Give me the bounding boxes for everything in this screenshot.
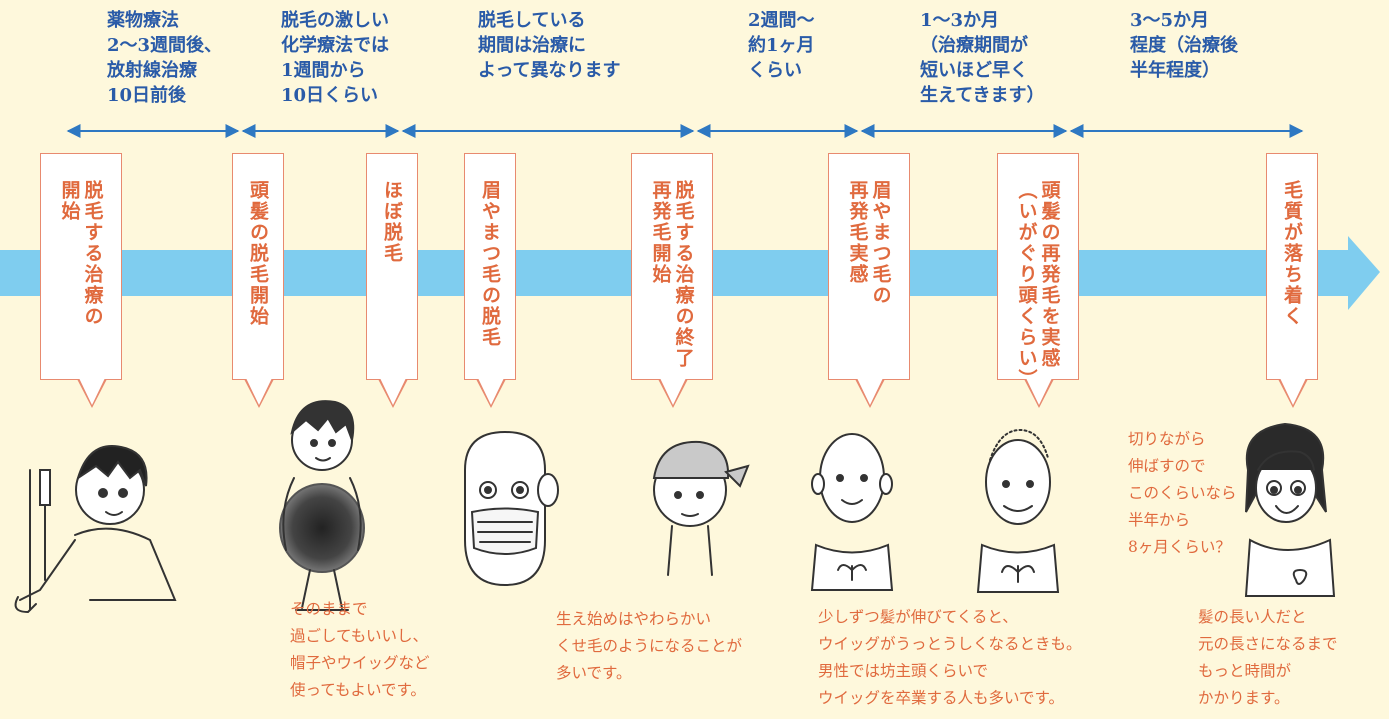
note-wig-graduation: 少しずつ髪が伸びてくると、 ウイッグがうっとうしくなるときも。 男性では坊主頭く… [818,608,1082,707]
older-man-illustration [976,428,1060,593]
smiling-woman-illustration [1244,422,1336,597]
bandana-face-illustration [652,440,750,576]
note-six-to-eight-months: 切りながら 伸ばすので このくらいなら 半年から 8ヶ月くらい？ [1128,430,1237,556]
patient-iv-illustration [14,445,177,614]
stage-callout-treatment-start: 脱毛する治療の 開始 [40,153,122,408]
period-label-5: 1〜3か月 （治療期間が 短いほど早く 生えてきます） [920,10,1045,106]
callout-pointer [1024,378,1054,408]
note-long-hair-takes-longer: 髪の長い人だと 元の長さになるまで もっと時間が かかります。 [1198,608,1338,707]
period-label-3: 脱毛している 期間は治療に よって異なります [478,10,621,81]
callout-pointer [476,378,506,408]
callout-pointer [658,378,688,408]
period-label-4: 2週間〜 約1ヶ月 くらい [748,10,815,81]
stage-callout-eyebrow-loss: 眉やまつ毛の脱毛 [464,153,516,408]
stage-callout-scalp-regrowth: 頭髪の再発毛を実感 （いがぐり頭くらい） [997,153,1079,408]
callout-pointer [77,378,107,408]
stage-callout-scalp-hair-loss-start: 頭髪の脱毛開始 [232,153,284,408]
stage-callout-eyebrow-regrowth: 眉やまつ毛の 再発毛実感 [828,153,910,408]
stage-callout-hair-settles: 毛質が落ち着く [1266,153,1318,408]
stage-callout-treatment-end: 脱毛する治療の終了 再発毛開始 [631,153,713,408]
callout-pointer [378,378,408,408]
callout-pointer [855,378,885,408]
callout-pointer [1278,378,1308,408]
hair-loss-boy-illustration [279,400,365,611]
stage-callout-almost-bald: ほぼ脱毛 [366,153,418,408]
bald-face-illustration [810,433,894,591]
note-wig-or-hat: そのままで 過ごしてもいいし、 帽子やウイッグなど 使ってもよいです。 [290,600,430,699]
masked-face-illustration [464,430,559,587]
period-label-2: 脱毛の激しい 化学療法では 1週間から 10日くらい [281,10,389,106]
period-label-1: 薬物療法 2〜3週間後、 放射線治療 10日前後 [107,10,223,106]
callout-pointer [244,378,274,408]
note-soft-curly-regrowth: 生え始めはやわらかい くせ毛のようになることが 多いです。 [556,610,743,682]
period-label-6: 3〜5か月 程度（治療後 半年程度） [1130,10,1238,81]
